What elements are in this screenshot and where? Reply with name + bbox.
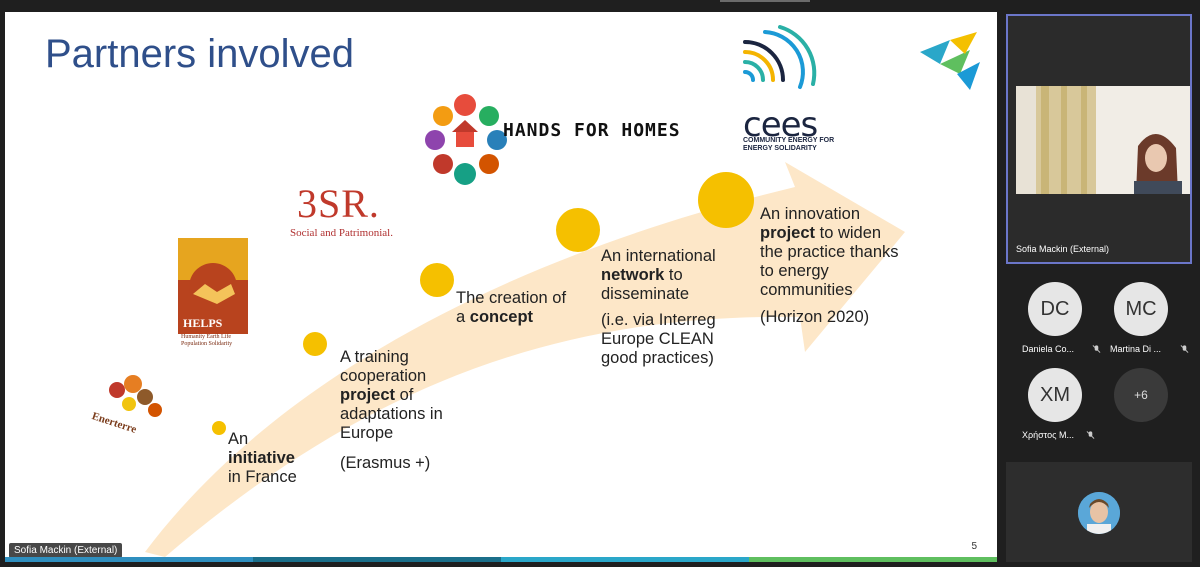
step-extra-5: (Horizon 2020)	[760, 308, 870, 326]
step-text-5: An innovation project to widen the pract…	[760, 205, 905, 300]
step-1-bold: initiative	[228, 449, 295, 467]
main-participant-tile[interactable]: Sofia Mackin (External)	[1006, 14, 1192, 264]
hands-for-homes-logo	[425, 94, 507, 185]
slide-bottom-bar	[5, 557, 997, 562]
shared-slide: HELPS Humanity Earth Life Population Sol…	[5, 12, 997, 562]
slide-number: 5	[971, 541, 977, 552]
video-frame-graphic	[1016, 86, 1190, 194]
participants-panel: Sofia Mackin (External) DC Daniela Co...…	[1000, 0, 1200, 567]
corner-logo	[920, 32, 980, 90]
main-participant-name: Sofia Mackin (External)	[1016, 244, 1110, 254]
step-4-pre: An international	[601, 247, 716, 265]
avatar: DC	[1028, 282, 1082, 336]
participant-name: Daniela Co...	[1022, 344, 1075, 354]
participant-video	[1016, 86, 1190, 194]
step-extra-2: (Erasmus +)	[340, 454, 431, 472]
self-avatar	[1078, 492, 1120, 534]
helps-logo: HELPS Humanity Earth Life Population Sol…	[178, 238, 248, 347]
presenter-name-tag: Sofia Mackin (External)	[9, 543, 123, 558]
step-1-pre: An	[228, 430, 249, 448]
step-dot-1	[212, 421, 226, 435]
step-dot-4	[556, 208, 600, 252]
avatar: XM	[1028, 368, 1082, 422]
slide-title: Partners involved	[45, 32, 355, 76]
participant-name: Χρήστος Μ...	[1022, 430, 1074, 440]
step-4-bold: network	[601, 266, 665, 284]
participant-name: Martina Di ...	[1110, 344, 1162, 354]
svg-text:Humanity Earth Life: Humanity Earth Life	[181, 333, 231, 340]
mic-off-icon	[1180, 345, 1189, 353]
step-text-1: An initiative in France	[228, 430, 338, 487]
svg-text:HELPS: HELPS	[183, 316, 223, 330]
mic-off-icon	[1092, 345, 1101, 353]
cees-logo	[743, 25, 817, 89]
step-dot-5	[698, 172, 754, 228]
step-5-bold: project	[760, 224, 816, 242]
step-text-4: An international network to disseminate	[601, 247, 741, 304]
step-2-pre: A training cooperation	[340, 348, 427, 385]
cees-logo-subtitle: COMMUNITY ENERGY FOR ENERGY SOLIDARITY	[743, 137, 834, 153]
step-1-post: in France	[228, 468, 297, 486]
more-participants-button[interactable]: +6	[1114, 368, 1168, 422]
participant-tile-xm[interactable]: XM Χρήστος Μ...	[1022, 368, 1112, 440]
enerterre-logo	[109, 375, 162, 417]
step-3-pre: The creation of a	[456, 289, 567, 326]
cees-sub-line-2: ENERGY SOLIDARITY	[743, 145, 817, 152]
hands-for-homes-text: HANDS FOR HOMES	[503, 120, 681, 141]
step-text-2: A training cooperation project of adapta…	[340, 348, 470, 443]
svg-text:Population Solidarity: Population Solidarity	[181, 341, 232, 347]
participant-tile-dc[interactable]: DC Daniela Co...	[1022, 282, 1112, 354]
mic-off-icon	[1086, 431, 1095, 439]
participant-tile-mc[interactable]: MC Martina Di ...	[1108, 282, 1198, 354]
progress-arrow	[145, 162, 905, 557]
self-avatar-graphic	[1078, 492, 1120, 534]
step-3-bold: concept	[469, 308, 534, 326]
top-divider	[720, 0, 810, 2]
step-dot-2	[303, 332, 327, 356]
step-dot-3	[420, 263, 454, 297]
step-2-post: of adaptations in Europe	[340, 386, 443, 442]
step-2-bold: project	[340, 386, 396, 404]
step-5-post: to widen the practice thanks to energy c…	[760, 224, 899, 299]
slide-graphics: HELPS Humanity Earth Life Population Sol…	[109, 25, 980, 557]
cees-logo-text: cees	[743, 105, 818, 145]
step-extra-4: (i.e. via Interreg Europe CLEAN good pra…	[601, 311, 716, 367]
cees-sub-line-1: COMMUNITY ENERGY FOR	[743, 137, 835, 144]
step-text-3: The creation of a concept	[456, 289, 576, 327]
avatar: MC	[1114, 282, 1168, 336]
step-4-post: to disseminate	[601, 266, 690, 303]
3sr-logo-subtitle: Social and Patrimonial.	[290, 227, 393, 239]
step-5-pre: An innovation	[760, 205, 860, 223]
3sr-logo-text: 3SR.	[297, 181, 380, 226]
